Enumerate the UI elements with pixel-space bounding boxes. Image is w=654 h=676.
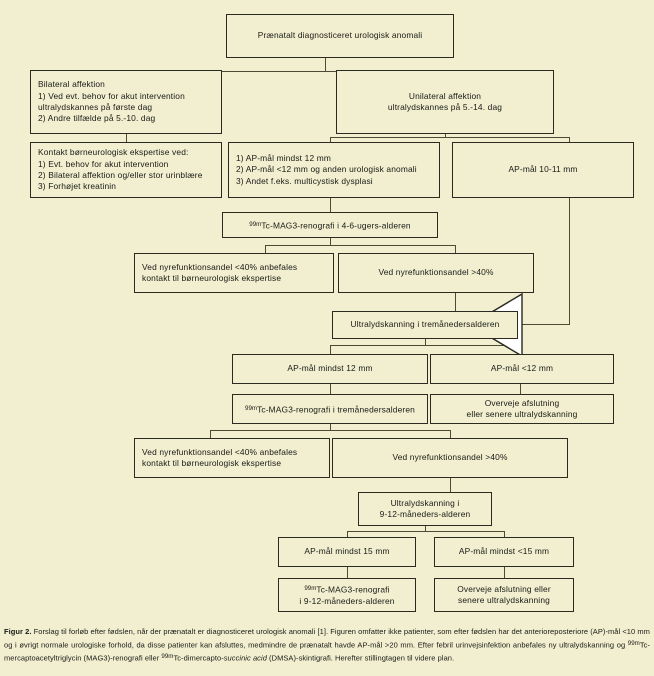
connector-us912-down xyxy=(425,526,427,532)
connector-to-ap-mindst12 xyxy=(330,345,332,354)
figure-caption-part1: Forslag til forløb efter fødslen, når de… xyxy=(4,627,650,650)
connector-to-nyre-under40b xyxy=(210,430,212,438)
node-mag3-9-12-superscript: 99m xyxy=(304,584,317,592)
connector-nyre-over40a-down xyxy=(455,293,457,311)
node-ap-maal-mindst-under-15-label: AP-mål mindst <15 mm xyxy=(458,546,550,557)
node-mag3-4-6-uger-superscript: 99m xyxy=(249,220,262,228)
node-ultralyd-9-12-maaneder-label: Ultralydskanning i 9-12-måneders-alderen xyxy=(379,497,471,519)
node-mag3-9-12-label: Tc-MAG3-renografi i 9-12-måneders-aldere… xyxy=(299,584,395,606)
figure-caption-sup2: 99m xyxy=(161,652,174,660)
connector-ap1011-left xyxy=(518,324,570,326)
node-ultralyd-3-maaneder[interactable]: Ultralydskanning i tremånedersalderen xyxy=(332,311,518,339)
connector-to-nyre-over40b xyxy=(450,430,452,438)
node-ap-maal-mindst-under-15[interactable]: AP-mål mindst <15 mm xyxy=(434,537,574,567)
node-mag3-3-maaneder-superscript: 99m xyxy=(245,404,258,412)
figure-caption-label: Figur 2. xyxy=(4,627,32,636)
node-indikationer-label: 1) AP-mål mindst 12 mm 2) AP-mål <12 mm … xyxy=(236,152,417,186)
node-ultralyd-9-12-maaneder[interactable]: Ultralydskanning i 9-12-måneders-alderen xyxy=(358,492,492,526)
connector-to-indikationer xyxy=(330,137,332,143)
connector-to-ap1011 xyxy=(569,137,571,143)
node-ap-maal-under-12-label: AP-mål <12 mm xyxy=(490,363,554,374)
node-nyrefunktion-over-40-b[interactable]: Ved nyrefunktionsandel >40% xyxy=(332,438,568,478)
node-ap-maal-under-12[interactable]: AP-mål <12 mm xyxy=(430,354,614,384)
connector-indikationer-to-mag3 xyxy=(330,198,332,212)
node-nyrefunktion-over-40-b-label: Ved nyrefunktionsandel >40% xyxy=(392,452,508,463)
connector-apmindstunder15-down xyxy=(504,567,506,578)
node-overvej-afslutning-b[interactable]: Overveje afslutning eller senere ultraly… xyxy=(434,578,574,612)
figure-caption-part2: Tc-mercaptoacetyltriglycin (MAG3)-renogr… xyxy=(4,640,650,663)
node-ap-maal-mindst-12-label: AP-mål mindst 12 mm xyxy=(287,363,373,374)
connector-mag3-3m-down xyxy=(330,424,332,431)
node-ap-maal-mindst-12[interactable]: AP-mål mindst 12 mm xyxy=(232,354,428,384)
node-mag3-3-maaneder[interactable]: 99mTc-MAG3-renografi i tremånedersaldere… xyxy=(232,394,428,424)
node-nyrefunktion-under-40-a[interactable]: Ved nyrefunktionsandel <40% anbefales ko… xyxy=(134,253,334,293)
connector-mag3-down xyxy=(330,238,332,246)
connector-us3m-down xyxy=(425,339,427,346)
node-mag3-4-6-uger-label: Tc-MAG3-renografi i 4-6-ugers-alderen xyxy=(261,220,411,231)
node-mag3-4-6-uger[interactable]: 99mTc-MAG3-renografi i 4-6-ugers-alderen xyxy=(222,212,438,238)
node-overvej-afslutning-a[interactable]: Overveje afslutning eller senere ultraly… xyxy=(430,394,614,424)
connector-ap1011-down xyxy=(569,198,571,325)
connector-unilateral-split xyxy=(330,137,570,139)
node-ultralyd-3-maaneder-label: Ultralydskanning i tremånedersalderen xyxy=(350,319,500,330)
node-ap-maal-10-11-label: AP-mål 10-11 mm xyxy=(508,164,578,175)
connector-to-nyre-under40a xyxy=(265,245,267,253)
connector-root-split xyxy=(126,71,445,73)
node-unilateral-affektion[interactable]: Unilateral affektion ultralydskannes på … xyxy=(336,70,554,134)
node-kontakt-boerneurologi-label: Kontakt børneurologisk ekspertise ved: 1… xyxy=(38,147,203,192)
figure-caption-sup1: 99m xyxy=(627,639,640,647)
node-nyrefunktion-under-40-b[interactable]: Ved nyrefunktionsandel <40% anbefales ko… xyxy=(134,438,330,478)
connector-apunder12-down xyxy=(520,384,522,394)
flowchart-canvas: Prænatalt diagnosticeret urologisk anoma… xyxy=(30,14,634,612)
node-root[interactable]: Prænatalt diagnosticeret urologisk anoma… xyxy=(226,14,454,58)
node-bilateral-affektion-label: Bilateral affektion 1) Ved evt. behov fo… xyxy=(38,79,185,124)
node-ap-maal-10-11[interactable]: AP-mål 10-11 mm xyxy=(452,142,634,198)
connector-to-nyre-over40a xyxy=(455,245,457,253)
figure-caption: Figur 2. Forslag til forløb efter fødsle… xyxy=(4,626,650,664)
node-unilateral-affektion-label: Unilateral affektion ultralydskannes på … xyxy=(387,90,503,112)
node-indikationer[interactable]: 1) AP-mål mindst 12 mm 2) AP-mål <12 mm … xyxy=(228,142,440,198)
node-nyrefunktion-under-40-a-label: Ved nyrefunktionsandel <40% anbefales ko… xyxy=(142,261,298,283)
connector-us912-split xyxy=(347,531,504,533)
node-mag3-3-maaneder-label: Tc-MAG3-renografi i tremånedersalderen xyxy=(257,404,415,415)
node-root-label: Prænatalt diagnosticeret urologisk anoma… xyxy=(257,30,423,41)
node-overvej-afslutning-a-label: Overveje afslutning eller senere ultraly… xyxy=(466,397,578,419)
connector-unilateral-down xyxy=(445,134,447,138)
connector-mag3-3m-split xyxy=(210,430,450,432)
connector-root-down xyxy=(325,58,327,72)
node-overvej-afslutning-b-label: Overveje afslutning eller senere ultraly… xyxy=(457,583,551,605)
connector-mag3-split xyxy=(265,245,455,247)
connector-bilateral-to-kontakt xyxy=(126,134,128,143)
node-mag3-9-12-maaneder[interactable]: 99mTc-MAG3-renografi i 9-12-måneders-ald… xyxy=(278,578,416,612)
node-bilateral-affektion[interactable]: Bilateral affektion 1) Ved evt. behov fo… xyxy=(30,70,222,134)
connector-us3m-split xyxy=(330,345,520,347)
connector-apmindst12-down xyxy=(330,384,332,394)
figure-caption-part3: Tc-dimercapto- xyxy=(173,653,224,663)
connector-apmindst15-down xyxy=(347,567,349,578)
node-nyrefunktion-under-40-b-label: Ved nyrefunktionsandel <40% anbefales ko… xyxy=(142,446,298,468)
node-nyrefunktion-over-40-a[interactable]: Ved nyrefunktionsandel >40% xyxy=(338,253,534,293)
connector-to-apmindst15 xyxy=(347,531,349,537)
figure-caption-part4: (DMSA)-skintigrafi. Herefter stillingtag… xyxy=(266,653,455,663)
connector-to-apmindstunder15 xyxy=(504,531,506,537)
node-nyrefunktion-over-40-a-label: Ved nyrefunktionsandel >40% xyxy=(378,267,494,278)
node-ap-maal-mindst-15-label: AP-mål mindst 15 mm xyxy=(304,546,390,557)
connector-nyre-over40b-down xyxy=(450,478,452,492)
node-ap-maal-mindst-15[interactable]: AP-mål mindst 15 mm xyxy=(278,537,416,567)
figure-caption-italic1: succinic acid xyxy=(223,653,267,663)
node-kontakt-boerneurologi[interactable]: Kontakt børneurologisk ekspertise ved: 1… xyxy=(30,142,222,198)
